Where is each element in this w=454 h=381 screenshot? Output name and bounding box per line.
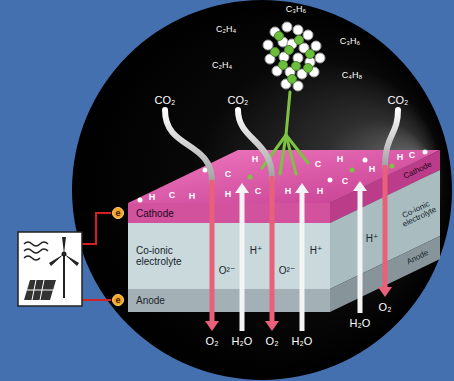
ion-label: O²⁻ [279, 265, 295, 276]
panel-grid [27, 280, 53, 300]
oxide-arrow [210, 180, 215, 322]
product-label: H₂O [292, 335, 313, 347]
atom-dot [423, 150, 428, 155]
carbon-ball [271, 48, 280, 57]
co2-arrow [165, 110, 212, 182]
solar-panel [24, 280, 56, 300]
anode-layer: Anode [128, 289, 330, 312]
co2-label: CO₂ [228, 94, 249, 106]
carbon-ball [295, 36, 304, 45]
atom-letter: H [225, 190, 232, 200]
product-label: O₂ [379, 301, 392, 313]
layer-label: Anode [136, 295, 165, 306]
layer-label: Cathode [136, 208, 174, 219]
formula-label: C₂H₄ [216, 25, 236, 35]
cathode-layer: Cathode [128, 203, 330, 223]
atom-letter: H [337, 155, 344, 165]
cathode-wire [82, 213, 111, 244]
atom-letter: C [409, 151, 416, 161]
atom-letter: C [315, 160, 322, 170]
turbine-blades [49, 237, 79, 266]
lens-circle [72, 0, 452, 380]
atom-dot [363, 158, 368, 163]
arrow-head [353, 181, 367, 191]
atom-dot [390, 164, 395, 169]
atom-letter: C [169, 191, 176, 201]
atom-dot [328, 178, 333, 183]
carbon-ball [304, 64, 313, 73]
proton-arrow [300, 192, 305, 331]
tree-branch [280, 135, 286, 174]
product-label: H₂O [232, 335, 253, 347]
oxide-arrow [383, 165, 388, 288]
turbine-hub [62, 252, 67, 257]
atom-letter: C [225, 170, 232, 180]
electron-badge: e [112, 207, 124, 219]
atom-letter: H [397, 153, 404, 163]
electron-badge: e [112, 294, 124, 306]
formula-label: C₄H₈ [342, 71, 362, 81]
oxide-arrow [270, 176, 275, 322]
atom-letter: C [255, 187, 262, 197]
hydrogen-ball [282, 22, 292, 32]
ion-label: O²⁻ [219, 265, 235, 276]
carbon-ball [285, 46, 294, 55]
carbon-ball [292, 62, 301, 71]
carbon-ball [306, 50, 315, 59]
wind-lines [24, 242, 48, 260]
proton-flow [235, 181, 367, 331]
icon-frame [18, 232, 82, 306]
product-label: O₂ [206, 335, 219, 347]
formula-label: C₃H₆ [340, 37, 360, 47]
anode-wire [82, 299, 111, 301]
tree-branch [286, 135, 308, 163]
product-label: H₂O [350, 317, 371, 329]
atom-letter: H [252, 155, 259, 165]
atom-letter: H [149, 193, 156, 203]
carbon-ball [275, 32, 284, 41]
carbon-ball [279, 61, 288, 70]
atom-dot [350, 168, 355, 173]
atom-letter: H [317, 187, 324, 197]
co2-label: CO₂ [388, 94, 409, 106]
hydrogen-ball [315, 53, 325, 63]
atom-letter: H [285, 187, 292, 197]
arrow-head [205, 321, 219, 331]
formula-label: C₃H₆ [286, 5, 306, 15]
proton-arrow [358, 190, 363, 313]
molecule-cluster [263, 22, 325, 91]
layer-label: Co-ionic electrolyte [136, 245, 198, 267]
renewable-power-icon [18, 232, 82, 306]
formula-label: C₂H₄ [212, 61, 232, 71]
hydrogen-ball [303, 30, 313, 40]
atom-dot [248, 175, 253, 180]
tree-stem [286, 92, 290, 135]
carbon-ball [288, 75, 297, 84]
arrow-head [378, 287, 392, 297]
arrow-head [265, 321, 279, 331]
atom-letter: H [189, 192, 196, 202]
co2-arrow [238, 110, 272, 178]
co2-label: CO₂ [155, 94, 176, 106]
hydrogen-ball [293, 25, 303, 35]
electrolyte-layer: Co-ionic electrolyte [128, 223, 330, 289]
oxide-flow [205, 165, 392, 331]
product-label: O₂ [266, 335, 279, 347]
co2-inflow [165, 110, 398, 182]
ion-label: H⁺ [310, 245, 323, 256]
proton-arrow [240, 192, 245, 331]
ion-label: H⁺ [250, 245, 263, 256]
ion-label: H⁺ [366, 233, 379, 244]
atom-letter: C [342, 177, 349, 187]
atom-dot [138, 198, 143, 203]
co2-arrow [385, 110, 398, 167]
hydrogen-ball [311, 41, 321, 51]
atom-letter: H [369, 165, 376, 175]
power-wires [82, 213, 111, 300]
arrow-head [295, 183, 309, 193]
turbine-tower [63, 254, 65, 298]
arrow-head [235, 183, 249, 193]
